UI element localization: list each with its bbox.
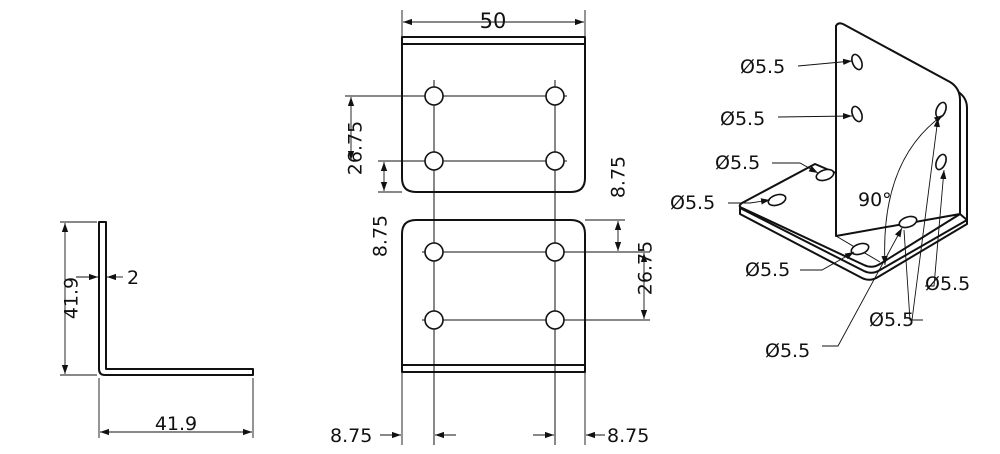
bottom-flange bbox=[401, 219, 586, 365]
left-margin-label: 8.75 bbox=[330, 425, 372, 447]
isometric-view: 90° Ø5.5 Ø5.5 Ø5.5 Ø5.5 Ø5.5 Ø5.5 Ø5.5 Ø… bbox=[670, 22, 970, 362]
hole-diameter-label: Ø5.5 bbox=[745, 259, 790, 281]
hole-diameter-label: Ø5.5 bbox=[740, 56, 785, 78]
hole bbox=[851, 53, 863, 71]
width-dimension-label: 41.9 bbox=[155, 413, 197, 435]
hole-diameter-label: Ø5.5 bbox=[925, 273, 970, 295]
front-view: 50 26.75 8.75 8.75 26.75 8.75 8.75 bbox=[330, 9, 657, 447]
top-flange bbox=[401, 44, 586, 193]
width-dimension-label: 50 bbox=[480, 9, 507, 33]
hole-diameter-label: Ø5.5 bbox=[720, 108, 765, 130]
side-view: 41.9 2 41.9 bbox=[60, 221, 254, 438]
hole-diameter-label: Ø5.5 bbox=[765, 340, 810, 362]
horizontal-flange bbox=[739, 207, 968, 281]
hole bbox=[545, 310, 565, 330]
thickness-dimension-label: 2 bbox=[127, 267, 139, 289]
hole bbox=[424, 86, 444, 106]
hole-diameter-label: Ø5.5 bbox=[869, 309, 914, 331]
top-flange-edge bbox=[401, 36, 586, 45]
hole bbox=[424, 310, 444, 330]
edge-offset-top-label: 8.75 bbox=[370, 215, 392, 257]
hole bbox=[850, 242, 870, 256]
hole bbox=[815, 168, 835, 182]
bottom-flange-edge bbox=[401, 364, 586, 373]
hole-spacing-top-label: 26.75 bbox=[345, 121, 367, 175]
hole bbox=[545, 242, 565, 262]
l-profile bbox=[98, 221, 254, 376]
hole-spacing-bottom-label: 26.75 bbox=[635, 241, 657, 295]
angle-label: 90° bbox=[858, 189, 892, 211]
hole bbox=[851, 105, 863, 123]
hole bbox=[545, 151, 565, 171]
hole bbox=[424, 151, 444, 171]
edge-offset-bottom-label: 8.75 bbox=[608, 156, 630, 198]
hole-diameter-label: Ø5.5 bbox=[715, 152, 760, 174]
hole bbox=[545, 86, 565, 106]
right-margin-label: 8.75 bbox=[607, 425, 649, 447]
hole bbox=[424, 242, 444, 262]
hole-diameter-label: Ø5.5 bbox=[670, 192, 715, 214]
height-dimension-label: 41.9 bbox=[61, 277, 83, 319]
